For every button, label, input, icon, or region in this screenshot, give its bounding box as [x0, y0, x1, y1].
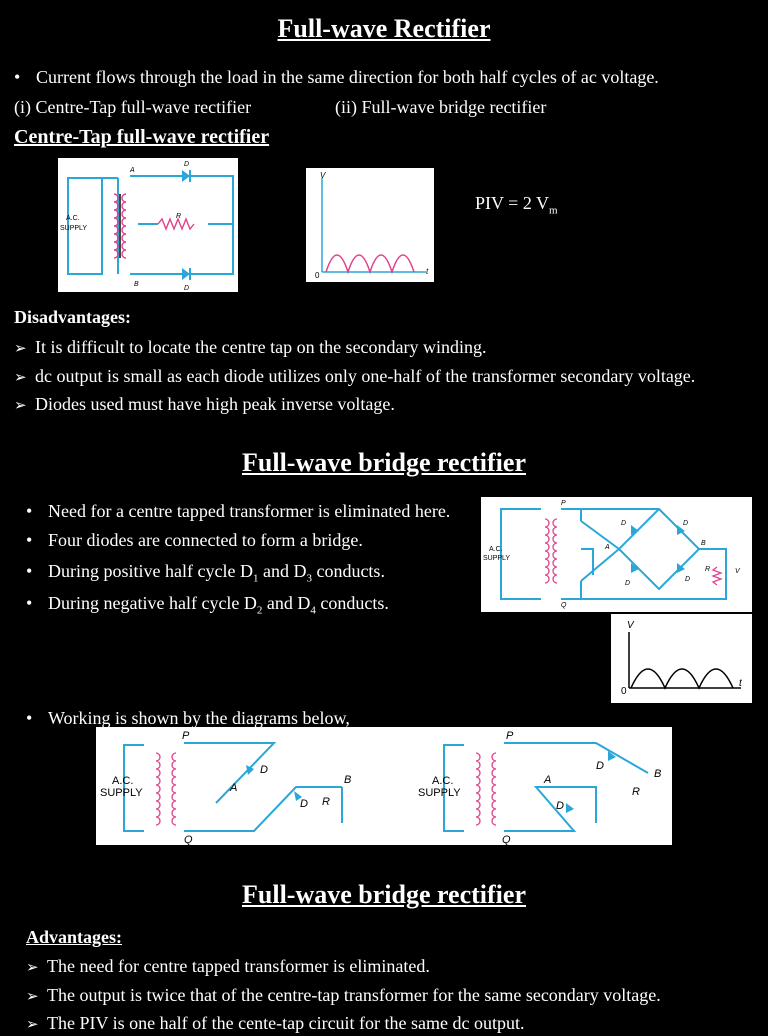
- disadvantage-item: ➢dc output is small as each diode utiliz…: [14, 366, 696, 386]
- svg-text:Q: Q: [502, 834, 511, 845]
- svg-text:D: D: [625, 580, 630, 587]
- svg-text:D: D: [184, 285, 189, 292]
- svg-text:P: P: [506, 730, 514, 742]
- svg-text:A.C.: A.C.: [112, 775, 133, 787]
- svg-text:Q: Q: [561, 602, 567, 609]
- bridge-bullet: •Four diodes are connected to form a bri…: [26, 530, 363, 550]
- type-2: (ii) Full-wave bridge rectifier: [335, 97, 547, 117]
- svg-text:V: V: [735, 568, 741, 575]
- type-1: (i) Centre-Tap full-wave rectifier: [14, 97, 252, 117]
- svg-text:V: V: [627, 620, 635, 631]
- disadvantage-item: ➢Diodes used must have high peak inverse…: [14, 394, 395, 414]
- bridge-bullet: •During negative half cycle D2 and D4 co…: [26, 593, 389, 617]
- svg-text:V: V: [320, 171, 326, 180]
- svg-text:SUPPLY: SUPPLY: [483, 555, 510, 562]
- svg-text:P: P: [182, 730, 190, 742]
- svg-text:D: D: [300, 798, 308, 810]
- centre-tap-waveform: V 0 t: [306, 168, 434, 282]
- svg-text:D: D: [683, 520, 688, 527]
- svg-text:D: D: [260, 764, 268, 776]
- svg-text:A: A: [543, 774, 551, 786]
- supply-label: SUPPLY: [60, 225, 87, 232]
- svg-text:SUPPLY: SUPPLY: [100, 787, 143, 799]
- svg-text:R: R: [322, 796, 330, 808]
- svg-text:0: 0: [315, 271, 320, 280]
- bridge-bullet: •Working is shown by the diagrams below,: [26, 708, 350, 728]
- piv-formula: PIV = 2 Vm: [475, 193, 558, 217]
- bridge-waveform: V 0 t: [611, 614, 752, 703]
- advantages-heading: Advantages:: [26, 927, 123, 947]
- svg-text:D: D: [556, 800, 564, 812]
- advantage-item: ➢The output is twice that of the centre-…: [26, 985, 661, 1005]
- svg-text:A.C.: A.C.: [489, 546, 503, 553]
- advantage-item: ➢The PIV is one half of the cente-tap ci…: [26, 1013, 525, 1033]
- svg-text:A: A: [229, 782, 237, 794]
- svg-text:A: A: [129, 167, 135, 174]
- section-title-bridge: Full-wave bridge rectifier: [242, 448, 526, 477]
- svg-text:D: D: [184, 161, 189, 168]
- centre-tap-circuit-diagram: A.C. SUPPLY A B D D R: [58, 158, 238, 292]
- svg-text:R: R: [176, 213, 181, 220]
- svg-text:Q: Q: [184, 834, 193, 845]
- svg-text:t: t: [426, 267, 429, 276]
- bridge-circuit-diagram: A.C. SUPPLY P Q A B D D D D R V: [481, 497, 752, 612]
- ct-heading: Centre-Tap full-wave rectifier: [14, 126, 270, 148]
- svg-text:A: A: [604, 544, 610, 551]
- ac-label: A.C.: [66, 215, 80, 222]
- svg-text:B: B: [654, 768, 661, 780]
- page-title: Full-wave Rectifier: [277, 14, 491, 43]
- svg-text:B: B: [134, 281, 139, 288]
- bridge-bullet: •During positive half cycle D1 and D3 co…: [26, 561, 385, 585]
- section-title-bridge-advantages: Full-wave bridge rectifier: [242, 880, 526, 909]
- svg-text:SUPPLY: SUPPLY: [418, 787, 461, 799]
- svg-text:t: t: [739, 678, 743, 689]
- svg-text:0: 0: [621, 686, 627, 697]
- intro-bullet: •Current flows through the load in the s…: [14, 67, 659, 87]
- svg-text:A.C.: A.C.: [432, 775, 453, 787]
- svg-text:B: B: [701, 540, 706, 547]
- svg-text:D: D: [621, 520, 626, 527]
- svg-text:R: R: [705, 566, 710, 573]
- svg-text:P: P: [561, 500, 566, 507]
- svg-text:B: B: [344, 774, 351, 786]
- disadvantage-item: ➢It is difficult to locate the centre ta…: [14, 337, 487, 357]
- advantage-item: ➢The need for centre tapped transformer …: [26, 956, 430, 976]
- svg-text:D: D: [596, 760, 604, 772]
- bridge-working-diagrams: A.C. SUPPLY A.C. SUPPLY P Q P Q A B A B …: [96, 727, 672, 845]
- svg-text:D: D: [685, 576, 690, 583]
- svg-text:R: R: [632, 786, 640, 798]
- disadvantages-heading: Disadvantages:: [14, 307, 132, 327]
- bridge-bullet: •Need for a centre tapped transformer is…: [26, 501, 451, 521]
